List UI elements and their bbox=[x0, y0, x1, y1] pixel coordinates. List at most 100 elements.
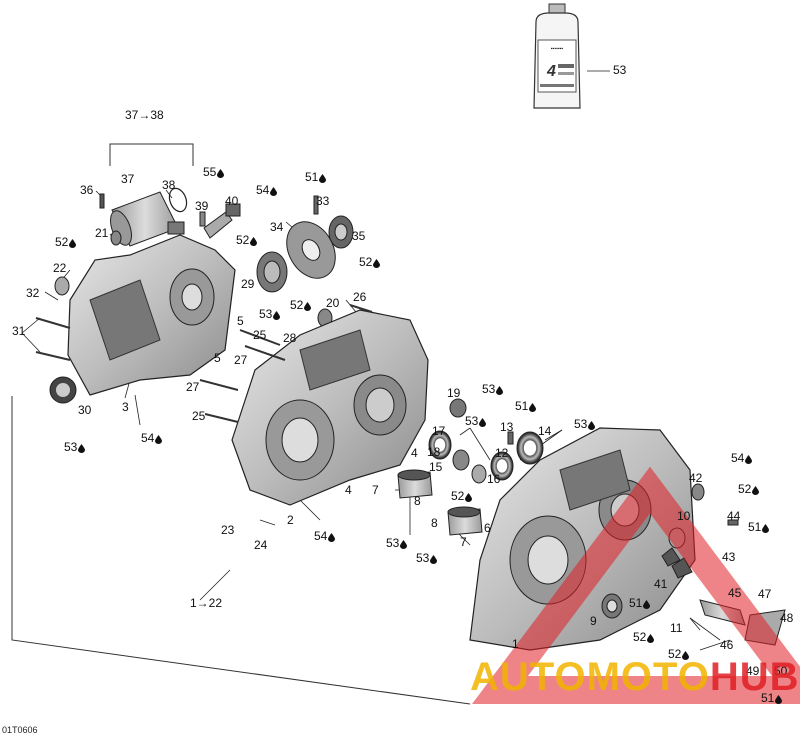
drive-gears bbox=[256, 195, 354, 328]
callout-3: 3 bbox=[122, 401, 129, 414]
callout-number: 1→22 bbox=[190, 596, 223, 610]
callout-number: 52 bbox=[451, 489, 465, 503]
callout-50: 50 bbox=[774, 665, 787, 678]
callout-number: 53 bbox=[465, 414, 479, 428]
callout-number: 19 bbox=[447, 386, 461, 400]
callout-54b: 54 bbox=[141, 431, 163, 447]
callout-52f: 52 bbox=[451, 489, 473, 505]
callout-number: 34 bbox=[270, 220, 284, 234]
callout-51a: 51 bbox=[305, 171, 327, 186]
callout-number: 4 bbox=[411, 446, 418, 460]
callout-number: 14 bbox=[538, 424, 552, 438]
callout-number: 40 bbox=[225, 194, 239, 208]
callout-37: 37 bbox=[121, 173, 134, 186]
callout-21: 21 bbox=[95, 227, 108, 240]
callout-number: 11 bbox=[670, 621, 683, 635]
lubricant-drop-icon bbox=[775, 694, 783, 707]
callout-number: 18 bbox=[427, 445, 441, 459]
callout-7a: 7 bbox=[372, 484, 379, 497]
callout-number: 2 bbox=[287, 513, 294, 527]
lubricant-drop-icon bbox=[496, 385, 504, 398]
callout-54c: 54 bbox=[731, 452, 753, 467]
callout-number: 12 bbox=[495, 446, 509, 460]
callout-9: 9 bbox=[590, 615, 597, 628]
watermark-text: AUTOMOTOHUB bbox=[470, 655, 800, 700]
svg-text:▪▪▪▪▪▪▪: ▪▪▪▪▪▪▪ bbox=[551, 46, 564, 52]
callout-number: 31 bbox=[12, 324, 26, 338]
callout-number: 10 bbox=[677, 509, 691, 523]
callout-24: 24 bbox=[254, 539, 267, 552]
callout-53f: 53 bbox=[574, 417, 596, 433]
callout-31: 31 bbox=[12, 325, 25, 338]
group-bracket-lines bbox=[11, 143, 471, 705]
callout-52h: 52 bbox=[668, 647, 690, 663]
bearings-bushings bbox=[397, 398, 544, 536]
callout-20: 20 bbox=[326, 297, 339, 310]
callout-number: 39 bbox=[195, 199, 209, 213]
callout-number: 20 bbox=[326, 296, 340, 310]
callout-52b: 52 bbox=[55, 235, 77, 251]
callout-29: 29 bbox=[241, 278, 254, 291]
lubricant-drop-icon bbox=[155, 434, 163, 447]
lubricant-drop-icon bbox=[69, 238, 77, 251]
callout-53c: 53 bbox=[64, 440, 86, 456]
callout-number: 29 bbox=[241, 277, 255, 291]
callout-4a: 4 bbox=[411, 447, 418, 460]
callout-number: 53 bbox=[613, 63, 627, 77]
callout-number: 16 bbox=[487, 472, 501, 486]
lubricant-drop-icon bbox=[479, 417, 487, 430]
callout-number: 46 bbox=[720, 638, 734, 652]
callout-number: 6 bbox=[484, 521, 491, 535]
callout-number: 52 bbox=[633, 630, 647, 644]
callout-number: 52 bbox=[55, 235, 69, 249]
callout-11: 11 bbox=[670, 622, 682, 635]
lubricant-drop-icon bbox=[430, 554, 438, 567]
diagram-code: 01T0606 bbox=[2, 725, 38, 735]
watermark-part2: HUB bbox=[709, 655, 800, 699]
callout-18: 18 bbox=[427, 446, 440, 459]
callout-2: 2 bbox=[287, 514, 294, 527]
callout-54d: 54 bbox=[314, 529, 336, 545]
callout-number: 25 bbox=[253, 328, 267, 342]
callout-number: 5 bbox=[237, 314, 244, 328]
callout-number: 54 bbox=[314, 529, 328, 543]
callout-number: 9 bbox=[590, 614, 597, 628]
callout-6: 6 bbox=[484, 522, 491, 535]
oil-bottle: ▪▪▪▪▪▪▪ 4 bbox=[533, 3, 581, 109]
callout-25b: 25 bbox=[192, 410, 205, 423]
watermark-part1: AUTOMOTO bbox=[470, 655, 710, 699]
callout-number: 45 bbox=[728, 586, 742, 600]
callout-number: 53 bbox=[416, 551, 430, 565]
callout-number: 52 bbox=[290, 298, 304, 312]
callout-51b: 51 bbox=[515, 400, 537, 415]
callout-19: 19 bbox=[447, 387, 460, 400]
callout-53h: 53 bbox=[416, 551, 438, 567]
callout-32: 32 bbox=[26, 287, 39, 300]
callout-15: 15 bbox=[429, 461, 442, 474]
callout-number: 32 bbox=[26, 286, 40, 300]
callout-number: 53 bbox=[574, 417, 588, 431]
lubricant-drop-icon bbox=[78, 443, 86, 456]
callout-16: 16 bbox=[487, 473, 500, 486]
sensor-parts bbox=[54, 203, 241, 296]
lubricant-drop-icon bbox=[217, 168, 225, 181]
callout-number: 52 bbox=[236, 233, 250, 247]
svg-text:4: 4 bbox=[546, 63, 556, 80]
callout-27b: 27 bbox=[186, 381, 199, 394]
lubricant-drop-icon bbox=[465, 492, 473, 505]
callout-number: 22 bbox=[53, 261, 67, 275]
callout-number: 41 bbox=[654, 577, 668, 591]
callout-number: 52 bbox=[738, 482, 752, 496]
starter-motor bbox=[99, 187, 188, 247]
callout-51e: 51 bbox=[761, 692, 783, 707]
callout-number: 52 bbox=[668, 647, 682, 661]
callout-number: 53 bbox=[64, 440, 78, 454]
callout-number: 8 bbox=[431, 516, 438, 530]
callout-23: 23 bbox=[221, 524, 234, 537]
callout-number: 54 bbox=[141, 431, 155, 445]
callout-number: 1 bbox=[512, 637, 519, 651]
callout-number: 7 bbox=[460, 535, 467, 549]
lubricant-drop-icon bbox=[643, 599, 651, 612]
callout-30: 30 bbox=[78, 404, 91, 417]
callout-36: 36 bbox=[80, 184, 93, 197]
